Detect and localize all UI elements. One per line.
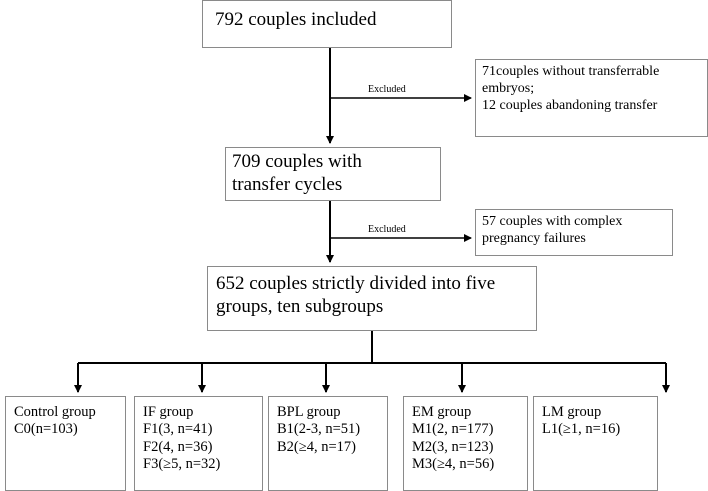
excluded-1-line-3: 12 couples abandoning transfer — [482, 97, 658, 113]
group-box-if: IF group F1(3, n=41) F2(4, n=36) F3(≥5, … — [134, 396, 263, 491]
excluded-box-2: 57 couples with complex pregnancy failur… — [475, 209, 673, 256]
group-box-lm: LM group L1(≥1, n=16) — [533, 396, 658, 491]
group-title: LM group — [542, 404, 602, 420]
group-title: Control group — [14, 404, 96, 420]
subgroup-item: F3(≥5, n=32) — [143, 456, 221, 473]
excluded-2-line-1: 57 couples with complex — [482, 214, 623, 229]
group-title: BPL group — [277, 404, 341, 420]
transfer-box: 709 couples with transfer cycles — [225, 147, 441, 201]
excluded-box-1: 71couples without transferrable embryos;… — [475, 59, 708, 137]
subgroup-item: M3(≥4, n=56) — [412, 456, 495, 473]
subgroup-item: L1(≥1, n=16) — [542, 421, 621, 438]
excluded-1-line-1: 71couples without transferrable — [482, 64, 660, 79]
subgroup-item: F1(3, n=41) — [143, 421, 213, 438]
included-text: 792 couples included — [215, 9, 377, 30]
group-box-control: Control group C0(n=103) — [5, 396, 126, 491]
subgroup-item: C0(n=103) — [14, 421, 78, 438]
excluded-2-line-2: pregnancy failures — [482, 230, 586, 246]
group-box-bpl: BPL group B1(2-3, n=51) B2(≥4, n=17) — [268, 396, 388, 491]
excluded-label-2: Excluded — [368, 224, 406, 235]
divided-line-2: groups, ten subgroups — [216, 295, 384, 317]
excluded-1-line-2: embryos; — [482, 80, 535, 96]
transfer-line-1: 709 couples with — [232, 151, 362, 172]
subgroup-item: M1(2, n=177) — [412, 421, 494, 438]
group-title: EM group — [412, 404, 472, 420]
group-box-em: EM group M1(2, n=177) M2(3, n=123) M3(≥4… — [403, 396, 528, 491]
included-box: 792 couples included — [202, 0, 452, 48]
divided-line-1: 652 couples strictly divided into five — [216, 273, 496, 294]
subgroup-item: F2(4, n=36) — [143, 438, 213, 455]
subgroup-item: B1(2-3, n=51) — [277, 421, 361, 438]
group-title: IF group — [143, 404, 194, 420]
subgroup-item: M2(3, n=123) — [412, 438, 494, 455]
divided-box: 652 couples strictly divided into five g… — [207, 266, 537, 331]
transfer-line-2: transfer cycles — [232, 173, 343, 195]
subgroup-item: B2(≥4, n=17) — [277, 438, 356, 455]
excluded-label-1: Excluded — [368, 84, 406, 95]
